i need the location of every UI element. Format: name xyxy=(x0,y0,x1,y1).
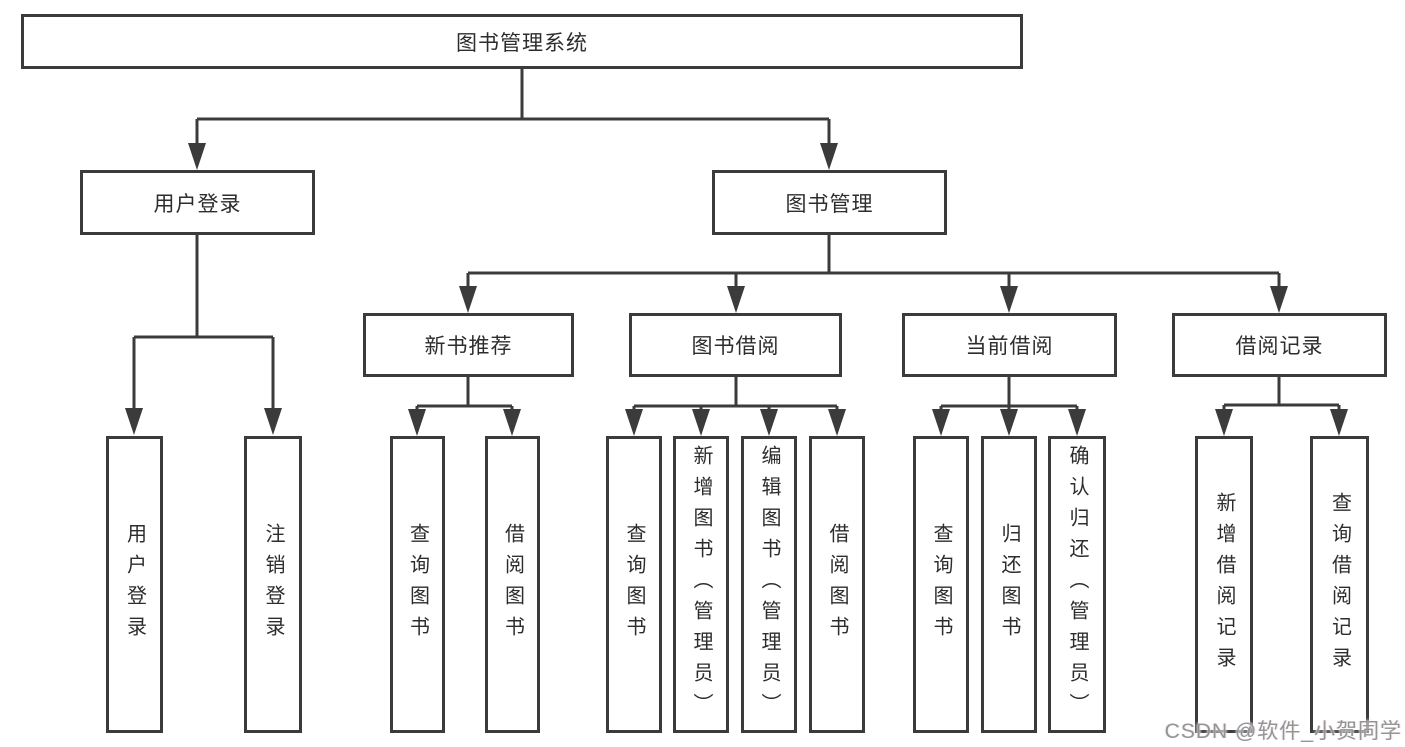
arrowhead-leaf-confirm-return xyxy=(1068,409,1086,436)
node-label: 图书借阅 xyxy=(691,335,780,358)
arrowhead-current-borrow xyxy=(1000,286,1018,313)
arrowhead-new-book xyxy=(459,286,477,313)
leaf-user-login: 用户登录 xyxy=(106,436,163,733)
node-book-borrow: 图书借阅 xyxy=(629,313,842,377)
leaf-return-books: 归还图书 xyxy=(981,436,1037,733)
node-label: 确认归还（管理员） xyxy=(1066,445,1088,724)
connector-current-borrow xyxy=(939,377,1079,411)
leaf-query-books-b: 查询图书 xyxy=(606,436,662,733)
connector-new-book xyxy=(415,377,514,411)
node-current-borrow: 当前借阅 xyxy=(902,313,1117,377)
connector-borrow-records xyxy=(1222,377,1341,411)
arrowhead-leaf-query-books-a xyxy=(408,409,426,436)
arrowhead-leaf-logout xyxy=(264,408,282,435)
leaf-edit-book-admin: 编辑图书（管理员） xyxy=(741,436,797,733)
node-book-management: 图书管理 xyxy=(712,170,947,235)
arrowhead-leaf-return-books xyxy=(1000,409,1018,436)
node-label: 查询图书 xyxy=(623,522,645,647)
arrowhead-book-borrow xyxy=(727,286,745,313)
node-label: 新增图书（管理员） xyxy=(690,445,712,724)
node-label: 当前借阅 xyxy=(965,335,1054,358)
leaf-confirm-return-admin: 确认归还（管理员） xyxy=(1048,436,1106,733)
leaf-add-borrow-record: 新增借阅记录 xyxy=(1195,436,1253,733)
csdn-watermark: CSDN @软件_小贺同学 xyxy=(1164,720,1402,743)
arrowhead-leaf-add-borrow-record xyxy=(1215,409,1233,436)
connector-arrowheads xyxy=(125,143,1348,436)
arrowhead-borrow-records xyxy=(1270,286,1288,313)
node-label: 图书管理系统 xyxy=(456,31,588,55)
arrowhead-leaf-user-login xyxy=(125,408,143,435)
node-label: 用户登录 xyxy=(153,192,242,216)
node-label: 新增借阅记录 xyxy=(1213,491,1235,678)
node-label: 编辑图书（管理员） xyxy=(758,445,780,724)
arrowhead-book-management xyxy=(820,143,838,170)
node-label: 查询图书 xyxy=(406,522,429,647)
arrowhead-leaf-query-borrow-record xyxy=(1330,409,1348,436)
arrowhead-leaf-query-books-c xyxy=(932,409,950,436)
node-label: 借阅记录 xyxy=(1235,335,1324,358)
connector-user-login xyxy=(132,235,275,410)
connector-book-management xyxy=(466,235,1281,290)
node-new-book-recommend: 新书推荐 xyxy=(363,313,574,377)
connector-shafts xyxy=(132,68,1341,411)
arrowhead-leaf-borrow-books-a xyxy=(503,409,521,436)
node-library-management-system: 图书管理系统 xyxy=(21,14,1023,69)
node-label: 查询图书 xyxy=(930,522,952,647)
leaf-add-book-admin: 新增图书（管理员） xyxy=(673,436,729,733)
node-label: 新书推荐 xyxy=(424,335,513,358)
leaf-logout: 注销登录 xyxy=(244,436,302,733)
arrowhead-leaf-borrow-books-b xyxy=(828,409,846,436)
node-label: 查询借阅记录 xyxy=(1328,491,1351,678)
connector-book-borrow xyxy=(632,377,839,411)
leaf-query-books-a: 查询图书 xyxy=(390,436,445,733)
connector-root xyxy=(195,68,831,146)
arrowhead-leaf-add-book xyxy=(692,409,710,436)
node-label: 用户登录 xyxy=(123,522,146,647)
arrowhead-leaf-query-books-b xyxy=(625,409,643,436)
node-borrow-records: 借阅记录 xyxy=(1172,313,1387,377)
node-label: 图书管理 xyxy=(785,192,874,216)
arrowhead-leaf-edit-book xyxy=(760,409,778,436)
node-label: 借阅图书 xyxy=(826,522,848,647)
arrowhead-user-login xyxy=(188,143,206,170)
node-user-login: 用户登录 xyxy=(80,170,315,235)
node-label: 借阅图书 xyxy=(501,522,524,647)
node-label: 归还图书 xyxy=(998,522,1020,647)
leaf-borrow-books-a: 借阅图书 xyxy=(485,436,540,733)
leaf-query-books-c: 查询图书 xyxy=(913,436,969,733)
leaf-query-borrow-record: 查询借阅记录 xyxy=(1310,436,1369,733)
leaf-borrow-books-b: 借阅图书 xyxy=(809,436,865,733)
node-label: 注销登录 xyxy=(262,522,284,647)
